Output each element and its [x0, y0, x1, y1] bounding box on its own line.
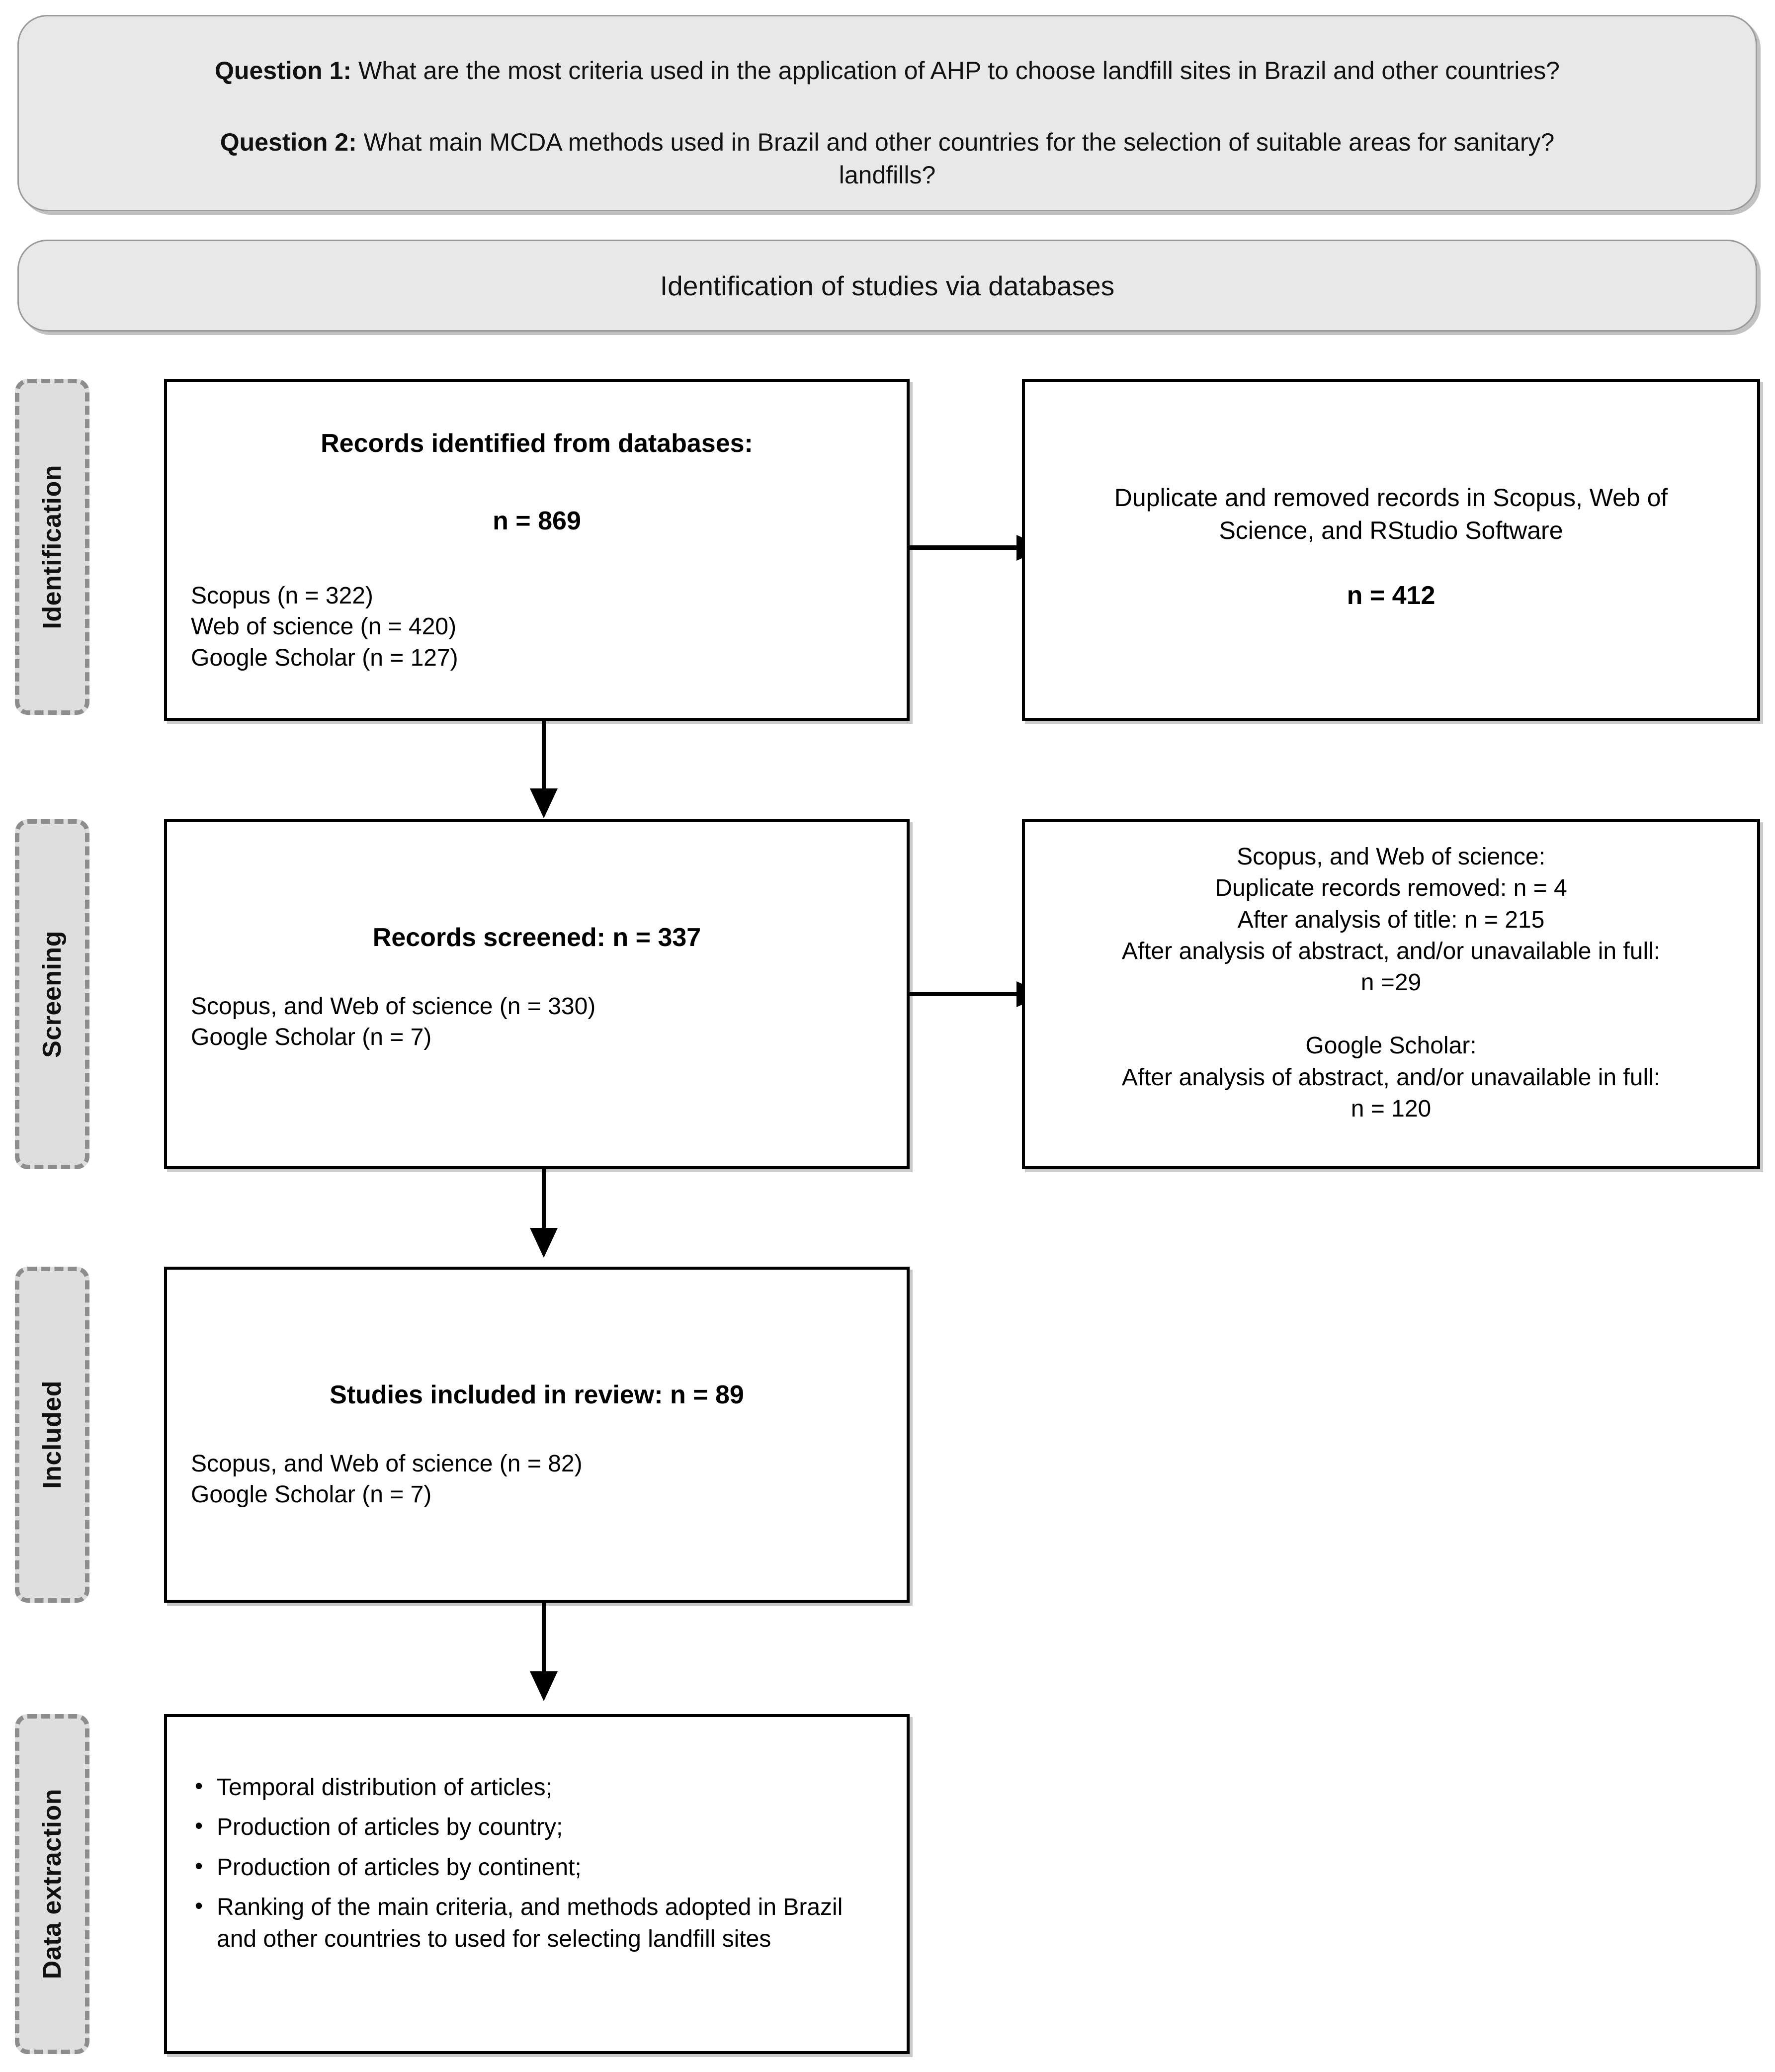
- excluded-line-7: After analysis of abstract, and/or unava…: [1121, 1064, 1661, 1091]
- studies-included-source-scholar: Google Scholar (n = 7): [191, 1481, 432, 1508]
- section-header-title: Identification of studies via databases: [660, 270, 1115, 301]
- records-identified-count: n = 869: [493, 507, 581, 535]
- box-data-extraction: Temporal distribution of articles; Produ…: [164, 1714, 910, 2054]
- connector-screened-to-included-line: [542, 1169, 546, 1234]
- records-identified-title: Records identified from databases:: [321, 429, 753, 458]
- records-identified-source-scopus: Scopus (n = 322): [191, 583, 373, 609]
- connector-screened-to-included-arrow: [530, 1228, 558, 1258]
- question-2-label: Question 2:: [220, 128, 357, 156]
- stage-label-identification: Identification: [38, 464, 67, 629]
- connector-identified-to-screened-line: [542, 721, 546, 795]
- question-2-line2: landfills?: [839, 161, 936, 189]
- records-identified-source-wos: Web of science (n = 420): [191, 613, 457, 640]
- stage-chip-data-extraction: Data extraction: [15, 1714, 89, 2054]
- connector-identified-to-removed-line: [910, 545, 1016, 550]
- stage-chip-identification: Identification: [15, 379, 89, 715]
- connector-screened-to-excluded-line: [910, 992, 1016, 996]
- records-screened-source-scopus-wos: Scopus, and Web of science (n = 330): [191, 993, 596, 1020]
- box-duplicates-removed: Duplicate and removed records in Scopus,…: [1022, 379, 1760, 721]
- stage-label-included: Included: [38, 1381, 67, 1489]
- records-screened-title: Records screened: n = 337: [372, 923, 701, 952]
- data-extraction-list: Temporal distribution of articles; Produ…: [191, 1771, 883, 1956]
- box-records-screened: Records screened: n = 337 Scopus, and We…: [164, 819, 910, 1169]
- question-1-label: Question 1:: [215, 57, 352, 85]
- connector-identified-to-screened-arrow: [530, 788, 558, 818]
- duplicates-removed-title-line1: Duplicate and removed records in Scopus,…: [1114, 484, 1668, 512]
- question-2-line: Question 2: What main MCDA methods used …: [66, 126, 1708, 159]
- list-item: Temporal distribution of articles;: [191, 1771, 883, 1804]
- list-item: Production of articles by country;: [191, 1811, 883, 1843]
- excluded-line-0: Scopus, and Web of science:: [1237, 844, 1545, 870]
- records-identified-source-scholar: Google Scholar (n = 127): [191, 644, 458, 671]
- studies-included-source-scopus-wos: Scopus, and Web of science (n = 82): [191, 1451, 583, 1477]
- excluded-line-6: Google Scholar:: [1305, 1033, 1477, 1059]
- studies-included-title: Studies included in review: n = 89: [330, 1381, 744, 1409]
- excluded-line-3: After analysis of abstract, and/or unava…: [1121, 938, 1661, 965]
- box-records-excluded: Scopus, and Web of science: Duplicate re…: [1022, 819, 1760, 1169]
- excluded-line-4: n =29: [1360, 969, 1422, 996]
- excluded-line-spacer: [1049, 999, 1733, 1030]
- question-2-text: What main MCDA methods used in Brazil an…: [356, 128, 1555, 156]
- connector-included-to-extraction-line: [542, 1603, 546, 1677]
- duplicates-removed-title-line2: Science, and RStudio Software: [1219, 517, 1563, 544]
- question-1-text: What are the most criteria used in the a…: [351, 57, 1560, 85]
- list-item: Ranking of the main criteria, and method…: [191, 1891, 883, 1956]
- stage-chip-screening: Screening: [15, 819, 89, 1169]
- duplicates-removed-count: n = 412: [1347, 581, 1436, 610]
- excluded-line-2: After analysis of title: n = 215: [1237, 906, 1545, 933]
- stage-label-screening: Screening: [38, 931, 67, 1058]
- list-item: Production of articles by continent;: [191, 1851, 883, 1884]
- box-records-identified: Records identified from databases: n = 8…: [164, 379, 910, 721]
- excluded-line-1: Duplicate records removed: n = 4: [1215, 875, 1567, 902]
- box-studies-included: Studies included in review: n = 89 Scopu…: [164, 1267, 910, 1603]
- connector-included-to-extraction-arrow: [530, 1671, 558, 1701]
- stage-label-data-extraction: Data extraction: [38, 1789, 67, 1980]
- excluded-line-8: n = 120: [1351, 1095, 1432, 1122]
- stage-chip-included: Included: [15, 1267, 89, 1603]
- research-questions-panel: Question 1: What are the most criteria u…: [17, 15, 1757, 211]
- question-1-line: Question 1: What are the most criteria u…: [66, 54, 1708, 87]
- records-screened-source-scholar: Google Scholar (n = 7): [191, 1024, 432, 1051]
- section-header-panel: Identification of studies via databases: [17, 240, 1757, 332]
